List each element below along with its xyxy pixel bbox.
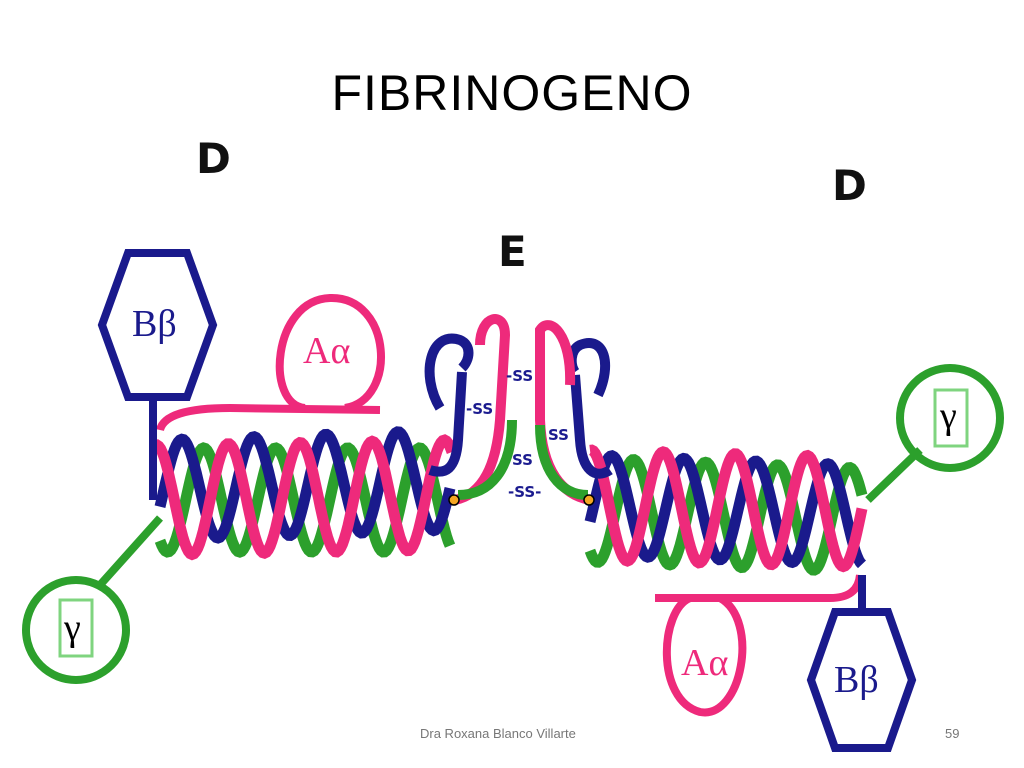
left-gamma-stem [97, 515, 163, 588]
slide-title: FIBRINOGENO [331, 65, 693, 121]
left-gamma-circle [22, 576, 130, 684]
right-gamma-helix [584, 454, 868, 576]
right-bbeta-hexagon [806, 608, 917, 752]
domain-d-right-label: D [832, 161, 867, 210]
disulfide-label-5: -SS- [508, 483, 541, 501]
left-bbeta-hexagon [97, 249, 218, 401]
disulfide-label-3: SS [548, 426, 569, 444]
right-gamma-label: γ [939, 395, 957, 437]
right-gamma-box [933, 388, 969, 448]
left-aalpha-helix [153, 434, 458, 561]
left-gamma-label: γ [63, 607, 81, 649]
left-aalpha-loop [275, 293, 385, 412]
left-junction-dot [448, 494, 460, 506]
footer-author: Dra Roxana Blanco Villarte [420, 726, 576, 741]
right-aalpha-loop [662, 594, 747, 717]
right-gamma-circle [896, 364, 1004, 472]
disulfide-label-4: SS [512, 451, 533, 469]
left-gamma-helix [154, 442, 456, 558]
left-gamma-box [58, 598, 94, 658]
center-right-gamma-hook [535, 424, 589, 500]
left-bbeta-label: Bβ [132, 303, 177, 345]
disulfide-label-1: -SS [506, 367, 533, 385]
center-left-gamma-hook [457, 419, 517, 500]
right-gamma-stem [865, 447, 923, 503]
right-bbeta-label: Bβ [834, 659, 879, 701]
domain-e-label: E [498, 227, 527, 276]
center-left-bbeta-hook [424, 333, 474, 477]
right-aalpha-label: Aα [681, 642, 728, 684]
domain-d-left-label: D [196, 134, 231, 183]
right-aalpha-bottom-line [655, 574, 864, 602]
footer-page-number: 59 [945, 726, 960, 741]
right-junction-dot [583, 494, 595, 506]
right-aalpha-helix [589, 444, 868, 573]
left-aalpha-top-line [156, 403, 381, 432]
disulfide-label-2: -SS [466, 400, 493, 418]
left-aalpha-label: Aα [303, 330, 350, 372]
